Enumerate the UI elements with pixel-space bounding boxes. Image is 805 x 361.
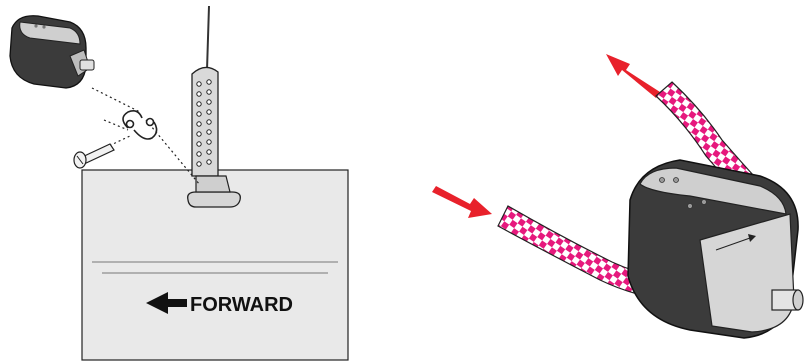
shackle [123,111,157,139]
forward-label: FORWARD [190,294,293,316]
track-base [188,192,241,207]
block-pin [80,60,94,70]
left-panel-illustration: FORWARD [10,6,348,360]
small-block [10,16,94,88]
red-direction-arrow-icon [432,54,660,218]
large-block [628,160,803,338]
incoming-arrow [432,186,492,218]
outgoing-arrow [606,54,660,98]
block-axle [772,290,803,310]
clevis-pin [74,144,114,168]
right-panel-illustration [432,54,803,338]
cable [207,6,209,70]
